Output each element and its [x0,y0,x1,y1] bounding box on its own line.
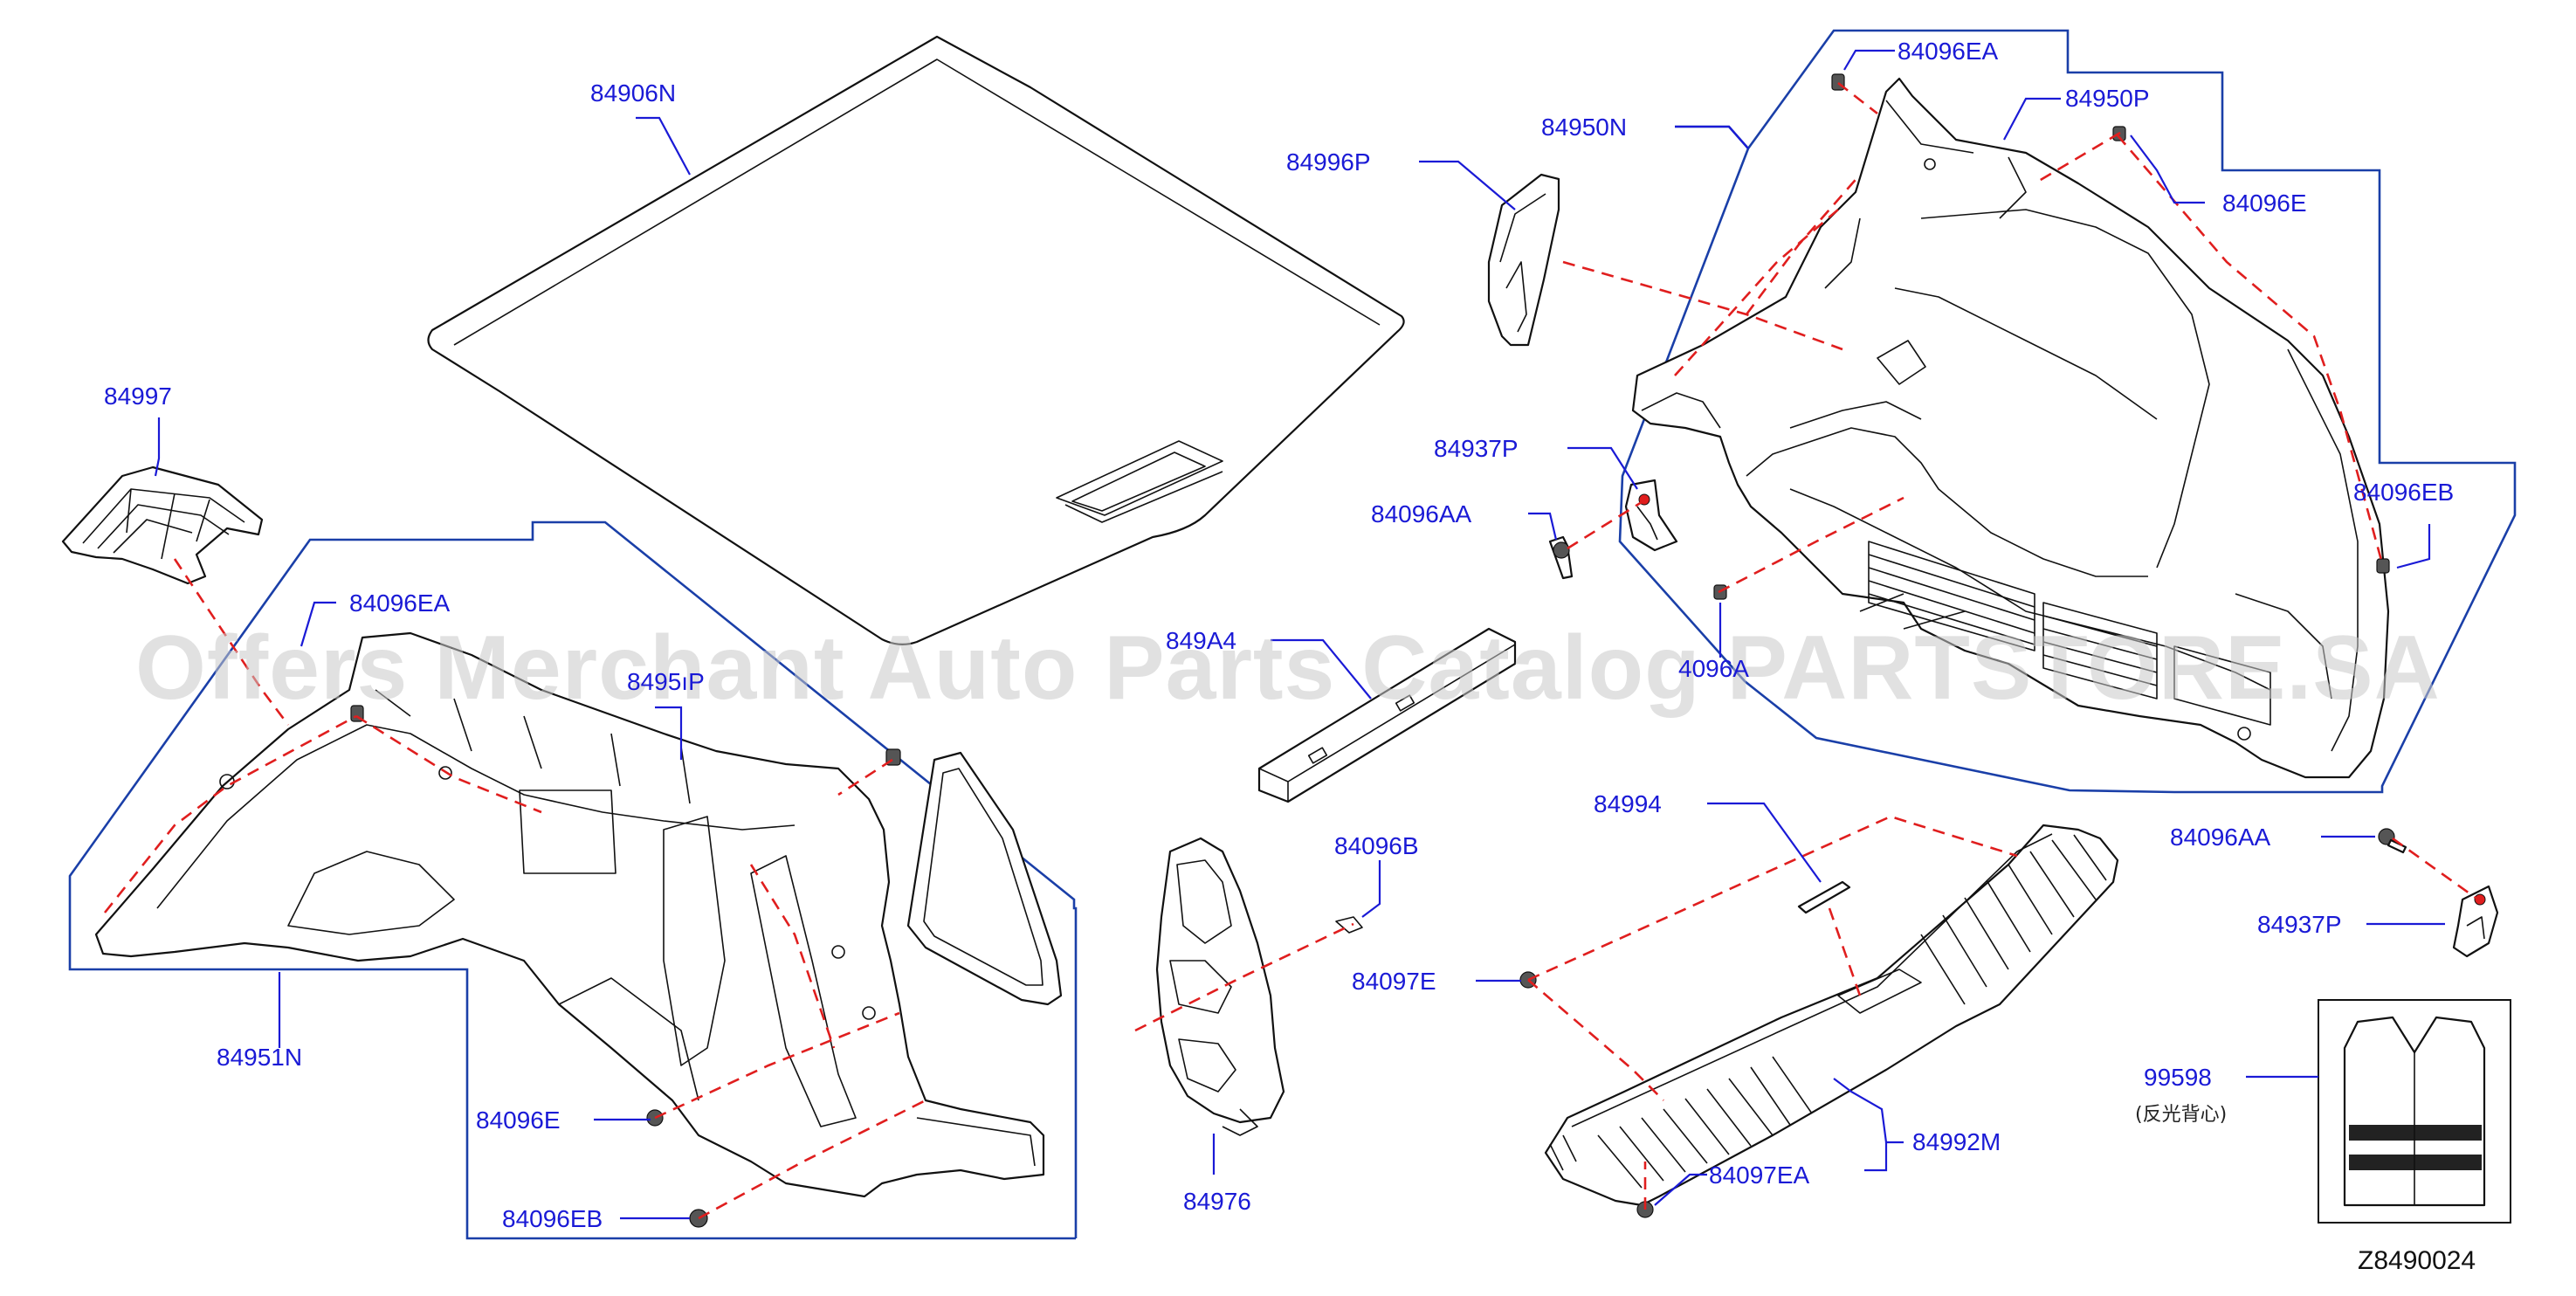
callout-84096B: 84096B [1334,832,1419,859]
callout-84950N: 84950N [1541,114,1627,141]
callout-84976: 84976 [1183,1188,1251,1215]
screw-84096AA-top [1548,535,1574,580]
callout-84096EA-right: 84096EA [1898,38,1999,65]
callout-8495xP: 8495ıP [627,668,705,695]
callout-84096EB-left: 84096EB [502,1205,603,1232]
screw-84096AA-bottom [2378,828,2407,854]
side-trim-panel-84950N [1631,77,2390,779]
group-outline-right [1618,29,2517,794]
callout-84096EA-left: 84096EA [349,589,451,617]
strip-84994 [1797,880,1851,914]
watermark: Offers Merchant Auto Parts Catalog PARTS… [135,617,2441,719]
bar-849A4 [1257,627,1517,803]
callout-84951N: 84951N [217,1044,302,1071]
callout-84994: 84994 [1594,790,1662,817]
bracket-84976 [1155,837,1285,1136]
callout-leaders [154,49,2445,1220]
callout-84097E: 84097E [1352,968,1436,995]
callout-84096AA-bottom: 84096AA [2170,824,2271,851]
callout-84096EB-right: 84096EB [2353,479,2454,506]
callout-849A4: 849A4 [1166,627,1236,654]
callout-84937P-top: 84937P [1434,435,1519,462]
callout-99598: 99598 [2144,1064,2212,1091]
reflective-vest-99598 [2318,999,2511,1224]
callout-84096E-left: 84096E [476,1106,561,1134]
cargo-floor-board-84906N [427,35,1405,645]
callout-84906N: 84906N [590,79,676,107]
callout-84997: 84997 [104,383,172,410]
quarter-window-seal [906,751,1063,1006]
clip-84096EB-right-part [2376,558,2390,574]
trim-piece-84996P [1487,173,1560,347]
callout-84992M: 84992M [1912,1128,2001,1155]
diagram-id: Z8490024 [2358,1246,2476,1275]
callout-84096AA-top: 84096AA [1371,500,1472,527]
group-outline-left [68,520,1078,1240]
callout-84097EA: 84097EA [1709,1162,1810,1189]
callout-84096E-right: 84096E [2222,190,2307,217]
group-outline-84950N [1675,125,1749,149]
hook-84937P-bottom [2452,885,2499,958]
callout-84996P: 84996P [1286,148,1371,176]
hook-84937P-top [1624,479,1678,552]
vest-note: (反光背心) [2135,1104,2227,1126]
callout-84950P: 84950P [2065,85,2150,112]
callout-4096A: 4096A [1678,655,1749,682]
bracket-84997 [61,465,264,585]
dashed-installation-lines [103,81,2476,1220]
sill-plate-84992M [1544,824,2119,1207]
callout-84937P-bottom: 84937P [2257,911,2342,938]
side-trim-panel-84951N [94,631,1045,1198]
